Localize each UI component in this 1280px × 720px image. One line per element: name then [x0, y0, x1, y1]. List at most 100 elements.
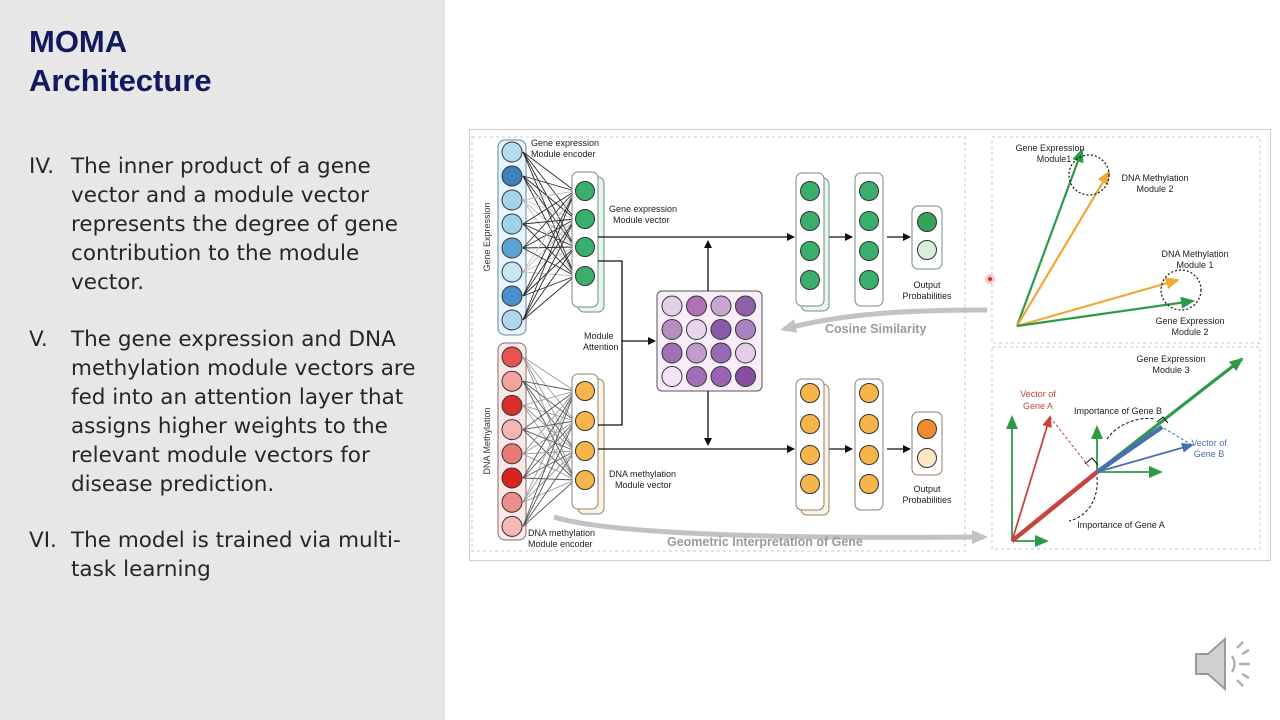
- dm-hidden-node: [859, 414, 879, 434]
- dm-module1-vector: [1016, 277, 1180, 328]
- encoder-edge: [522, 218, 576, 249]
- encoder-edge: [522, 247, 576, 277]
- dm-to-attention-line: [598, 341, 623, 426]
- encoder-edge: [522, 218, 576, 273]
- encoder-edge: [522, 420, 576, 455]
- encoder-edge: [522, 404, 576, 422]
- encoder-edge: [522, 390, 576, 455]
- ge-hidden-node: [800, 181, 820, 201]
- attention-cell: [735, 295, 756, 317]
- attention-cell: [735, 319, 756, 340]
- encoder-edge: [522, 479, 576, 503]
- ge-input-node: [501, 285, 523, 307]
- speaker-icon[interactable]: [1192, 634, 1256, 694]
- ge-output-node: [917, 240, 937, 260]
- bullet-v: V. The gene expression and DNA methylati…: [29, 325, 429, 499]
- ge-input-node: [501, 213, 523, 235]
- dm-module2-vector: [1016, 170, 1111, 327]
- ge-input-node: [501, 309, 523, 331]
- attention-cell: [686, 366, 707, 387]
- title-line-2: Architecture: [29, 63, 212, 98]
- encoder-edge: [522, 271, 576, 277]
- dm-module-node: [575, 381, 595, 401]
- encoder-edge: [522, 390, 576, 527]
- encoder-edge: [522, 429, 576, 481]
- dna-methylation-input-nodes: [501, 346, 523, 537]
- slide-title: MOMA Architecture: [29, 22, 212, 100]
- gene-a-right-angle: [1084, 457, 1099, 466]
- dm-module-node: [575, 441, 595, 461]
- dm-output-node: [917, 448, 937, 468]
- dm-input-node: [501, 491, 523, 513]
- attention-cell: [710, 319, 732, 340]
- gene-expression-input-nodes: [501, 141, 523, 331]
- ge-module-vector-label-1: Gene expression: [609, 204, 677, 214]
- speaker-wave-2: [1236, 641, 1244, 649]
- bullet-text: The model is trained via multi-task lear…: [71, 528, 401, 582]
- encoder-edge: [522, 450, 576, 479]
- speaker-wave-6: [1241, 672, 1250, 680]
- attention-cell: [661, 342, 683, 364]
- ge-module3-label-b: Module 3: [1152, 365, 1189, 375]
- encoder-edge: [522, 479, 576, 527]
- ge-hidden-node: [800, 241, 820, 261]
- importance-gene-b-arc: [1106, 417, 1156, 440]
- ge-hidden-node: [859, 181, 879, 201]
- attention-cell: [735, 342, 756, 364]
- dm-input-node: [501, 394, 523, 416]
- vector-gene-b-label-2: Gene B: [1194, 449, 1225, 459]
- encoder-edge: [522, 420, 576, 431]
- importance-gene-a-arc: [1068, 476, 1098, 522]
- ge-input-node: [501, 237, 523, 259]
- encoder-edge: [522, 190, 576, 321]
- encoder-edge: [522, 275, 576, 297]
- encoder-edge: [522, 420, 576, 503]
- vector-gene-a: [1011, 415, 1052, 542]
- dm-input-node: [501, 515, 523, 537]
- vector-gene-a-label-1: Vector of: [1020, 389, 1056, 399]
- ge-encoder-label-2: Module encoder: [531, 149, 596, 159]
- cosine-similarity-label: Cosine Similarity: [825, 322, 926, 336]
- ge-module-nodes: [575, 181, 595, 286]
- importance-gene-a-bar: [1010, 470, 1099, 543]
- speaker-wave-1: [1230, 655, 1236, 673]
- ge-module2-label-b: Module 2: [1171, 327, 1208, 337]
- ge-hidden-2: [854, 172, 884, 307]
- ge-output-node: [917, 212, 937, 232]
- ge-hidden-node: [859, 270, 879, 290]
- module-attention-label-2: Attention: [583, 342, 619, 352]
- output-prob-bottom-label-2: Probabilities: [902, 495, 952, 505]
- bullet-vi: VI. The model is trained via multi-task …: [29, 526, 429, 584]
- encoder-edge: [522, 190, 576, 201]
- encoder-edge: [522, 420, 576, 479]
- attention-matrix: [656, 290, 763, 392]
- dm-hidden-node: [859, 445, 879, 465]
- dm-encoder-label-1: DNA methylation: [528, 528, 595, 538]
- left-dashed-box: [471, 136, 966, 552]
- ge-input-node: [501, 189, 523, 211]
- dm-hidden-node: [800, 474, 820, 494]
- ge-hidden-node: [859, 241, 879, 261]
- attention-cell: [686, 342, 707, 364]
- encoder-edge: [522, 420, 576, 527]
- output-nodes: [917, 212, 937, 468]
- attention-cell: [710, 366, 732, 387]
- encoder-edge: [522, 223, 576, 277]
- gene-b-right-angle: [1156, 416, 1169, 424]
- gene-a-projection-line: [1049, 416, 1091, 469]
- gene-expression-encoder-edges: [522, 151, 576, 321]
- vector-gene-b-label-1: Vector of: [1191, 438, 1227, 448]
- ge-module2-label-a: Gene Expression: [1155, 316, 1224, 326]
- encoder-edge: [522, 151, 576, 192]
- dm-module2-label-b: Module 2: [1136, 184, 1173, 194]
- attention-cell: [661, 295, 683, 317]
- ge-to-attention-arrow: [598, 260, 656, 345]
- bullet-text: The gene expression and DNA methylation …: [71, 327, 416, 497]
- dm-module-node: [575, 411, 595, 431]
- attention-cell: [710, 295, 732, 317]
- attention-cell: [686, 295, 707, 317]
- encoder-edge: [522, 246, 576, 249]
- dm-module-nodes: [575, 381, 595, 490]
- dm-module2-label-a: DNA Methylation: [1121, 173, 1188, 183]
- encoder-edge: [522, 190, 576, 273]
